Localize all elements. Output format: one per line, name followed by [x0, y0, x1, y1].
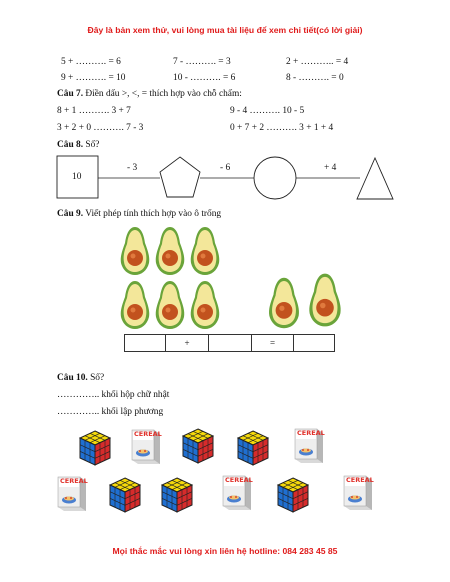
fill-item: 8 - ………. = 0 — [286, 73, 344, 83]
cereal-box-label: CEREAL — [60, 477, 88, 485]
cube-image — [237, 430, 269, 466]
cereal-box-label: CEREAL — [346, 476, 374, 484]
header-banner: Đây là bản xem thử, vui lòng mua tài liệ… — [87, 25, 363, 35]
answer-line-box: ………….. khối hộp chữ nhật — [57, 390, 170, 400]
compare-item: 0 + 7 + 2 ………. 3 + 1 + 4 — [230, 123, 334, 133]
q7-text: Điền dấu >, <, = thích hợp vào chỗ chấm: — [85, 89, 242, 99]
fill-item: 9 + ………. = 10 — [61, 73, 126, 83]
triangle-shape — [356, 156, 394, 200]
op-label: - 6 — [220, 163, 231, 173]
fill-item: 5 + ………. = 6 — [61, 57, 121, 67]
cube-image — [79, 430, 111, 466]
op-label: - 3 — [127, 163, 138, 173]
q8-text: Số? — [85, 140, 100, 150]
cereal-box-label: CEREAL — [134, 430, 162, 438]
answer-cell[interactable] — [293, 334, 335, 352]
cube-image — [109, 477, 141, 513]
cereal-box-label: CEREAL — [225, 476, 253, 484]
pentagon-shape — [159, 156, 201, 198]
q7-heading: Câu 7. Điền dấu >, <, = thích hợp vào ch… — [57, 89, 242, 99]
cube-image — [161, 477, 193, 513]
compare-item: 9 - 4 ………. 10 - 5 — [230, 106, 305, 116]
compare-item: 8 + 1 ………. 3 + 7 — [57, 106, 131, 116]
q8-label: Câu 8. — [57, 140, 84, 150]
q9-text: Viết phép tính thích hợp vào ô trống — [85, 209, 222, 219]
cube-image — [277, 477, 309, 513]
q9-label: Câu 9. — [57, 209, 84, 219]
q7-label: Câu 7. — [57, 89, 84, 99]
compare-item: 3 + 2 + 0 ………. 7 - 3 — [57, 123, 144, 133]
start-box — [56, 155, 99, 199]
footer-banner: Mọi thắc mắc vui lòng xin liên hệ hotlin… — [112, 546, 338, 556]
cube-image — [182, 428, 214, 464]
op-label: + 4 — [324, 163, 337, 173]
cereal-box-label: CEREAL — [297, 429, 325, 437]
q9-heading: Câu 9. Viết phép tính thích hợp vào ô tr… — [57, 209, 221, 219]
fill-item: 10 - ………. = 6 — [173, 73, 236, 83]
q8-heading: Câu 8. Số? — [57, 140, 99, 150]
circle-shape — [253, 156, 297, 200]
fill-item: 2 + ……….. = 4 — [286, 57, 349, 67]
q10-heading: Câu 10. Số? — [57, 373, 104, 383]
start-number: 10 — [72, 172, 82, 182]
answer-line-cube: ………….. khối lập phương — [57, 407, 164, 417]
q10-text: Số? — [90, 373, 105, 383]
fill-item: 7 - ………. = 3 — [173, 57, 231, 67]
q10-label: Câu 10. — [57, 373, 88, 383]
